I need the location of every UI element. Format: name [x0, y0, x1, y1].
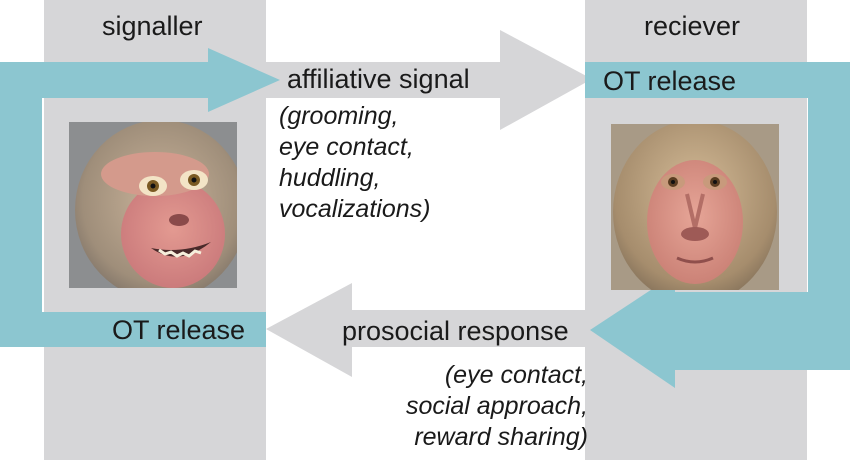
prosocial-example: social approach, — [405, 392, 588, 420]
affiliative-example: huddling, — [279, 164, 381, 192]
prosocial-example: reward sharing) — [414, 423, 588, 451]
affiliative-examples: (grooming, eye contact, huddling, vocali… — [279, 101, 430, 225]
receiver-title: reciever — [644, 11, 741, 41]
prosocial-response-label: prosocial response — [342, 316, 569, 346]
prosocial-example: (eye contact, — [444, 361, 588, 389]
receiver-ot-loop — [585, 62, 850, 388]
signaller-monkey-photo — [69, 122, 237, 288]
affiliative-signal-label: affiliative signal — [287, 64, 470, 94]
prosocial-examples: (eye contact, social approach, reward sh… — [406, 360, 588, 453]
affiliative-signal-arrow — [266, 30, 592, 130]
receiver-monkey-photo — [611, 124, 779, 290]
affiliative-example: vocalizations) — [279, 195, 431, 223]
receiver-ot-release-label: OT release — [603, 66, 737, 96]
prosocial-response-arrow — [266, 283, 585, 377]
signaller-title: signaller — [102, 11, 203, 41]
affiliative-example: (grooming, — [279, 102, 399, 130]
affiliative-example: eye contact, — [279, 133, 414, 161]
signaller-ot-loop — [0, 48, 280, 347]
signaller-ot-release-label: OT release — [112, 315, 246, 345]
